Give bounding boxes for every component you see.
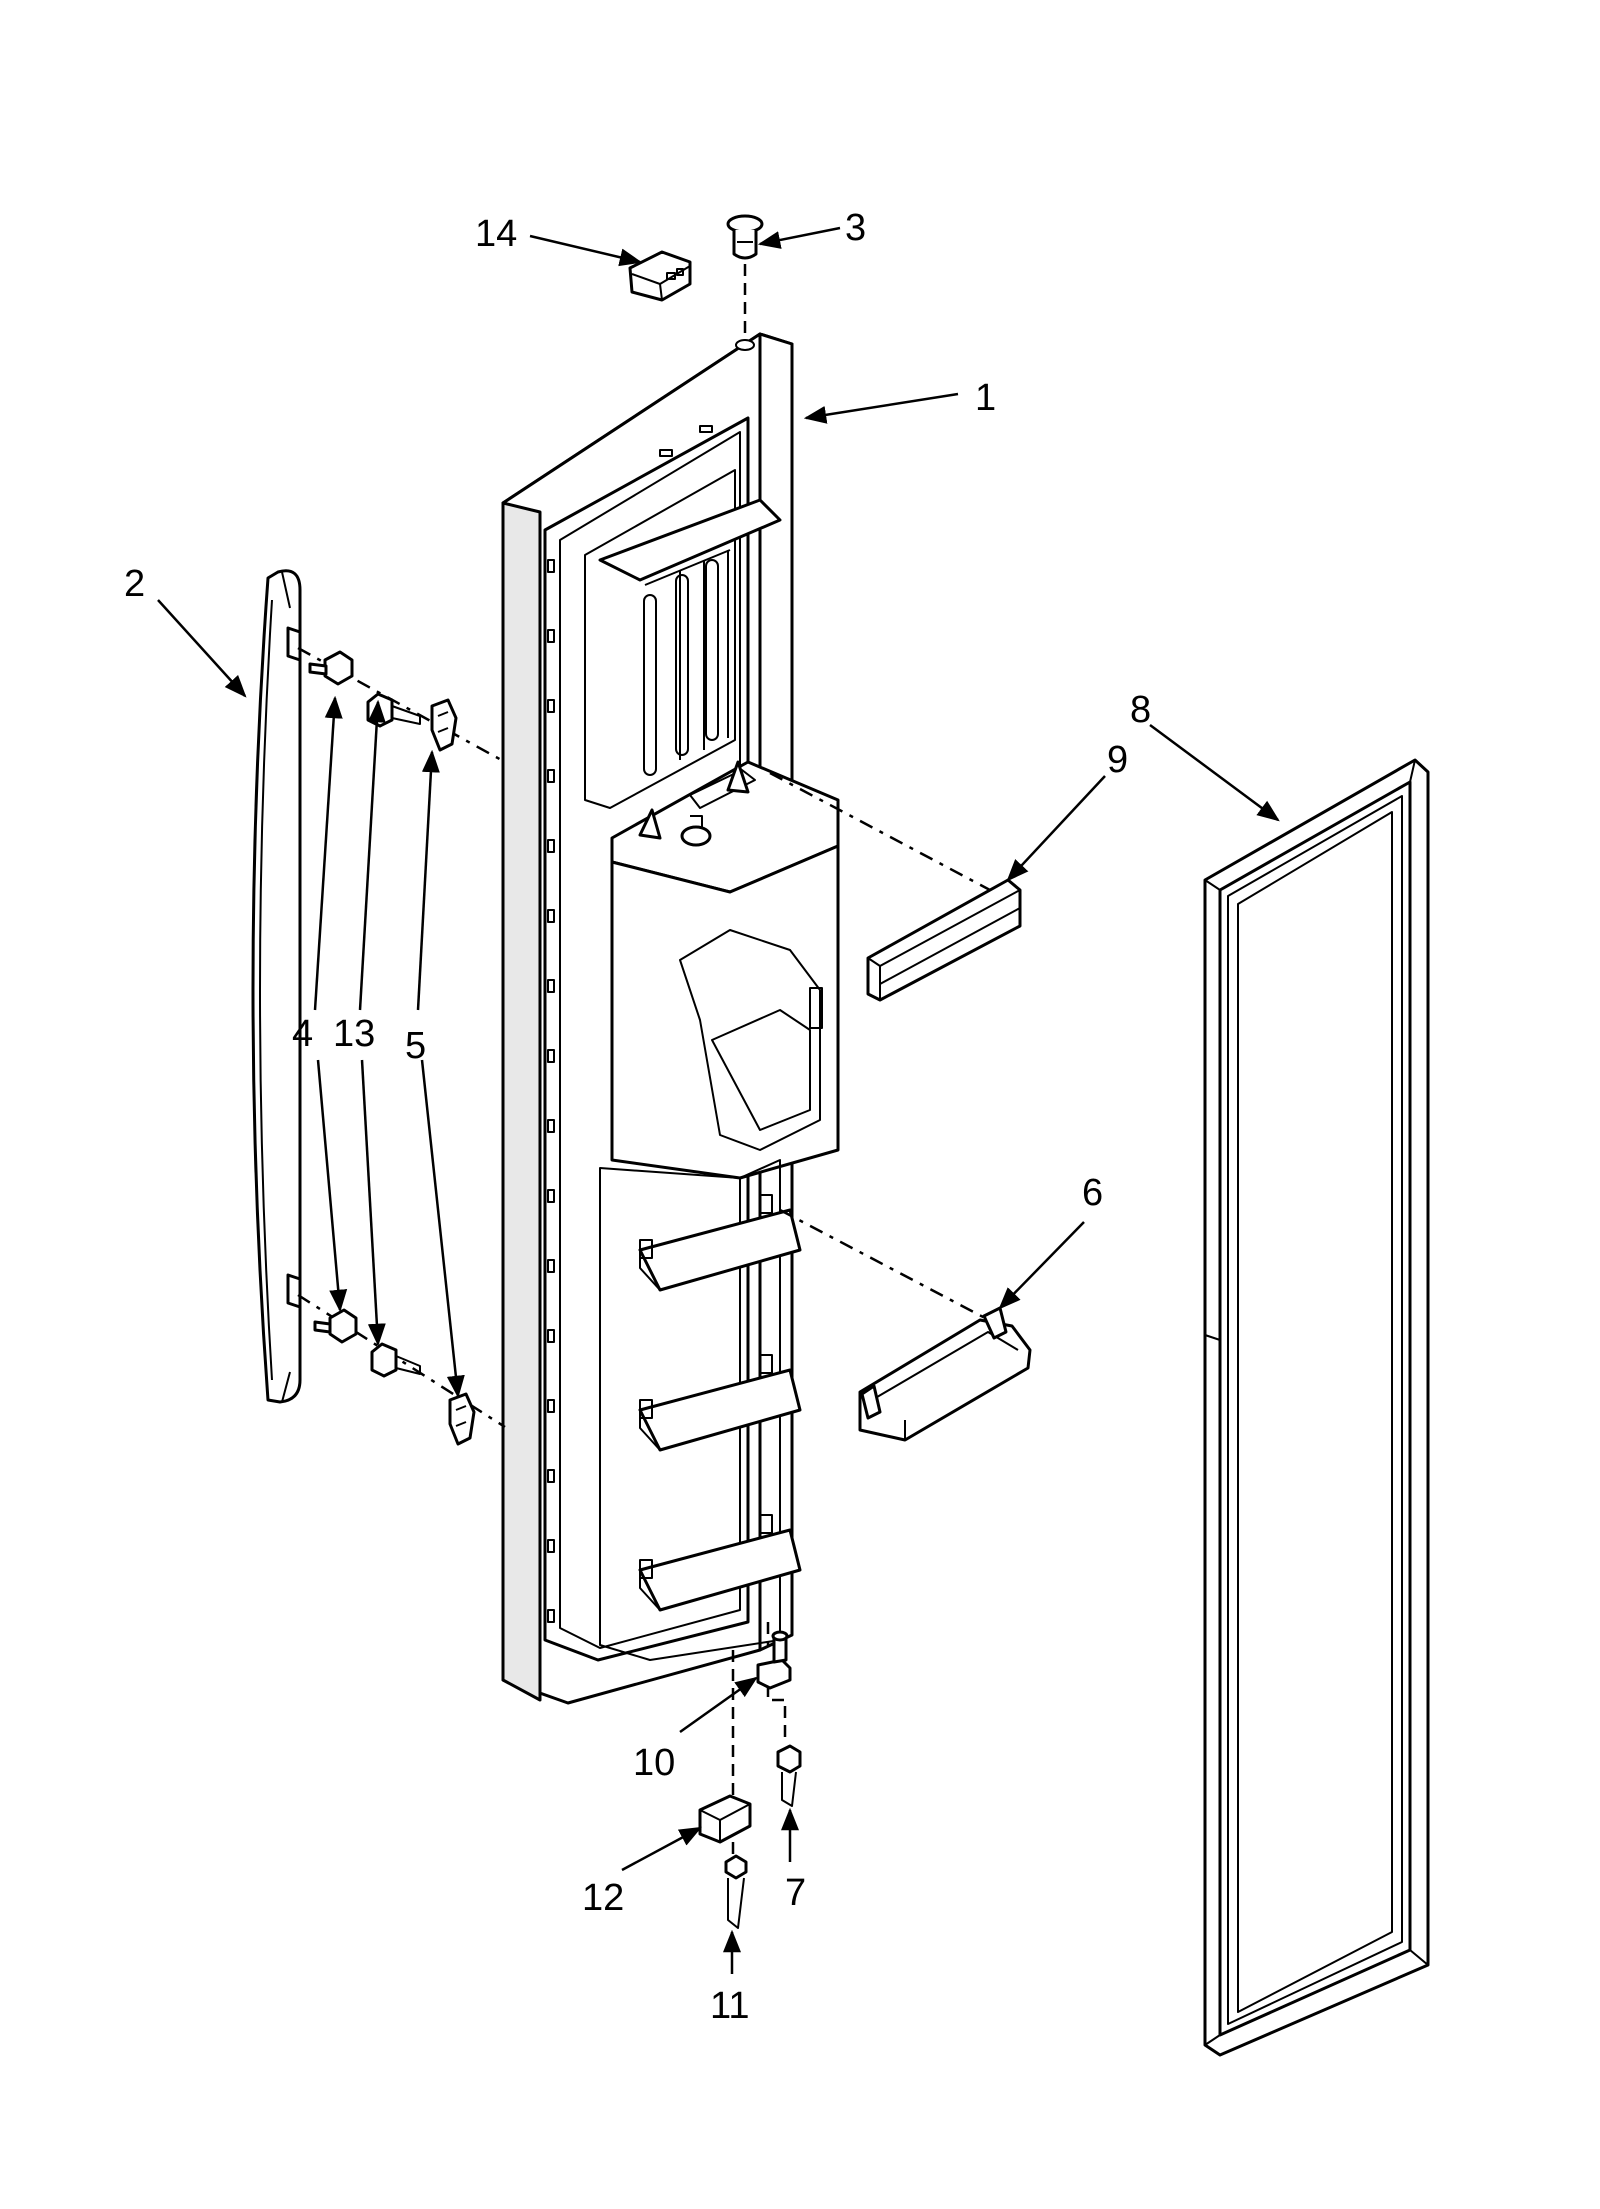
part-3-pin [726,214,764,260]
callout-10: 10 [633,1742,675,1784]
callout-6: 6 [1082,1172,1103,1214]
callout-8: 8 [1130,689,1151,731]
callout-2: 2 [124,563,145,605]
part-8-gasket [1203,758,1430,2057]
handle-mounting-hardware-top [297,646,506,764]
handle-mounting-hardware-bottom [297,1293,506,1446]
callout-7: 7 [785,1872,806,1914]
part-1-door [501,332,840,1705]
callout-labels: 1 2 3 4 5 6 7 8 9 10 11 12 13 14 [124,207,1151,2027]
callout-4: 4 [292,1013,313,1055]
leader-lines [157,226,1280,1974]
door-frame-rivets [547,425,713,1623]
part-2-handle [251,569,302,1404]
callout-3: 3 [845,207,866,249]
part-6-door-bin [779,1208,1032,1442]
callout-12: 12 [582,1877,624,1919]
callout-14: 14 [475,213,517,255]
bottom-hinge-hardware [698,1622,802,1929]
part-14-connector [628,250,692,302]
callout-13: 13 [333,1013,375,1055]
callout-1: 1 [975,377,996,419]
callout-11: 11 [710,1985,749,2027]
callout-9: 9 [1107,739,1128,781]
callout-5: 5 [405,1025,426,1067]
